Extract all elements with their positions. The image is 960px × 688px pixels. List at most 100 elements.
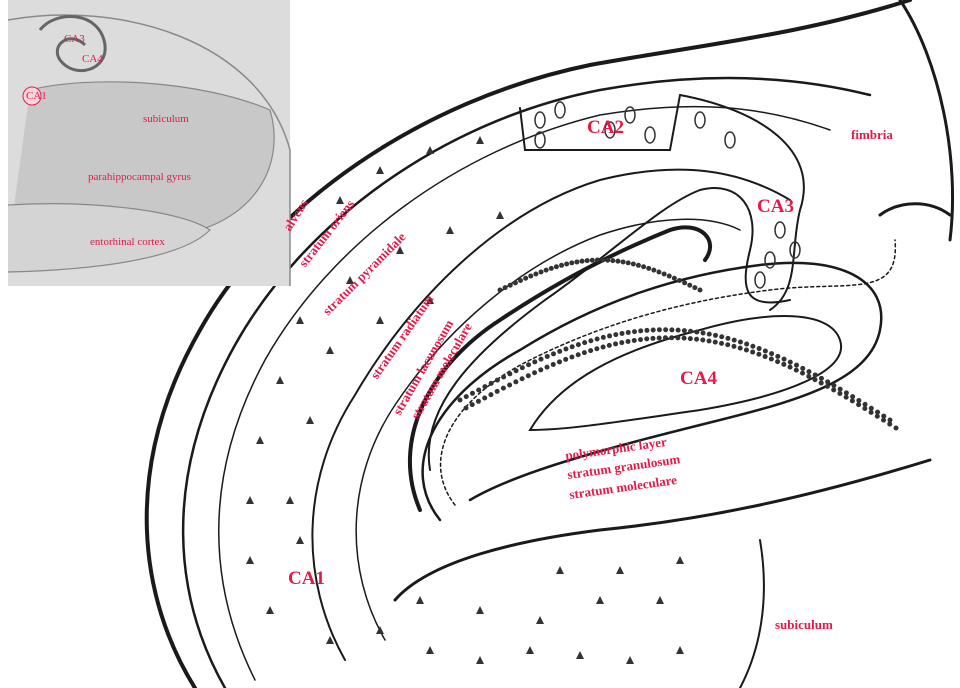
granule-cell-marker bbox=[663, 335, 668, 340]
granule-cell-marker bbox=[682, 280, 687, 285]
pyramidal-cell-marker bbox=[376, 166, 384, 174]
granule-cell-marker bbox=[825, 379, 830, 384]
granule-cell-marker bbox=[613, 341, 618, 346]
ca2-cell-marker bbox=[625, 107, 635, 123]
granule-cell-marker bbox=[632, 338, 637, 343]
granule-cell-marker bbox=[782, 357, 787, 362]
granule-cell-marker bbox=[495, 378, 500, 383]
granule-cell-marker bbox=[551, 351, 556, 356]
granule-cell-marker bbox=[582, 340, 587, 345]
pyramidal-cell-marker bbox=[656, 596, 664, 604]
granule-cell-marker bbox=[677, 278, 682, 283]
granule-cell-marker bbox=[507, 382, 512, 387]
granule-cell-marker bbox=[498, 288, 503, 293]
granule-cell-marker bbox=[539, 357, 544, 362]
granule-cell-marker bbox=[605, 258, 610, 263]
granule-cell-marker bbox=[646, 266, 651, 271]
granule-cell-marker bbox=[750, 350, 755, 355]
subiculum-label: subiculum bbox=[775, 617, 833, 632]
granule-cell-marker bbox=[844, 390, 849, 395]
granule-cell-marker bbox=[675, 335, 680, 340]
granule-cell-marker bbox=[626, 260, 631, 265]
pyramidal-cell-marker bbox=[376, 626, 384, 634]
pyramidal-cell-marker bbox=[286, 496, 294, 504]
oriens-boundary bbox=[219, 107, 830, 680]
granule-cell-marker bbox=[794, 368, 799, 373]
granule-cell-marker bbox=[533, 271, 538, 276]
granule-cell-marker bbox=[564, 262, 569, 267]
granule-cell-marker bbox=[554, 264, 559, 269]
pyramidal-cell-marker bbox=[416, 596, 424, 604]
granule-cell-marker bbox=[620, 331, 625, 336]
inset-map: CA1 CA3 CA4 subiculum parahippocampal gy… bbox=[8, 0, 290, 286]
granule-cell-marker bbox=[523, 276, 528, 281]
pyramidal-cell-marker bbox=[496, 211, 504, 219]
granule-cell-marker bbox=[676, 328, 681, 333]
granule-cell-marker bbox=[657, 335, 662, 340]
granule-cell-marker bbox=[644, 328, 649, 333]
granule-cell-marker bbox=[528, 274, 533, 279]
granule-cell-marker bbox=[601, 335, 606, 340]
granule-cell-marker bbox=[518, 278, 523, 283]
granule-cell-marker bbox=[738, 346, 743, 351]
granule-cell-marker bbox=[756, 352, 761, 357]
pyramidal-cell-marker bbox=[426, 646, 434, 654]
granule-cell-marker bbox=[458, 398, 463, 403]
granule-cell-marker bbox=[588, 338, 593, 343]
pyramidal-cell-marker bbox=[676, 556, 684, 564]
granule-cell-marker bbox=[520, 365, 525, 370]
granule-cell-marker bbox=[641, 264, 646, 269]
granule-cell-marker bbox=[825, 384, 830, 389]
granule-cell-marker bbox=[687, 283, 692, 288]
granule-cell-marker bbox=[610, 258, 615, 263]
granule-cell-marker bbox=[656, 269, 661, 274]
granule-cell-marker bbox=[563, 357, 568, 362]
granule-cell-marker bbox=[576, 352, 581, 357]
granule-cell-marker bbox=[888, 418, 893, 423]
granule-cell-marker bbox=[585, 258, 590, 263]
granule-cell-marker bbox=[837, 391, 842, 396]
granule-cell-marker bbox=[621, 259, 626, 264]
granule-cell-marker bbox=[682, 328, 687, 333]
pyramidal-cell-marker bbox=[266, 606, 274, 614]
inset-subiculum-label: subiculum bbox=[143, 113, 189, 125]
granule-cell-marker bbox=[850, 394, 855, 399]
inset-entorhinal-label: entorhinal cortex bbox=[90, 236, 165, 248]
ca3-label: CA3 bbox=[757, 196, 794, 217]
granule-cell-marker bbox=[662, 271, 667, 276]
granule-cell-marker bbox=[757, 346, 762, 351]
pyramidal-cell-marker bbox=[626, 656, 634, 664]
granule-cell-marker bbox=[831, 383, 836, 388]
granule-cell-marker bbox=[489, 381, 494, 386]
granule-cell-marker bbox=[838, 387, 843, 392]
granule-cell-marker bbox=[694, 330, 699, 335]
granule-cell-marker bbox=[700, 338, 705, 343]
fimbria-label: fimbria bbox=[851, 127, 893, 142]
granule-cell-marker bbox=[663, 327, 668, 332]
granule-cell-marker bbox=[600, 258, 605, 263]
granule-cell-marker bbox=[719, 334, 724, 339]
granule-cell-marker bbox=[781, 362, 786, 367]
granule-cell-marker bbox=[513, 379, 518, 384]
granule-cell-marker bbox=[544, 268, 549, 273]
ca1-label: CA1 bbox=[288, 568, 325, 589]
fimbria-curl bbox=[880, 204, 950, 215]
inset-parahippocampal-label: parahippocampal gyrus bbox=[88, 171, 191, 183]
pyramidal-cell-marker bbox=[246, 496, 254, 504]
pyramidal-cell-marker bbox=[556, 566, 564, 574]
ca3-curve bbox=[429, 188, 790, 470]
granule-cell-marker bbox=[769, 357, 774, 362]
pyramidal-cell-marker bbox=[296, 536, 304, 544]
granule-cell-marker bbox=[763, 354, 768, 359]
granule-cell-marker bbox=[806, 374, 811, 379]
granule-cell-marker bbox=[719, 341, 724, 346]
ca2-cell-marker bbox=[765, 252, 775, 268]
inset-ca4-label: CA4 bbox=[82, 53, 103, 65]
ca2-cell-marker bbox=[535, 132, 545, 148]
granule-cell-marker bbox=[831, 387, 836, 392]
granule-cell-marker bbox=[651, 268, 656, 273]
granule-cell-marker bbox=[595, 336, 600, 341]
ca2-cell-marker bbox=[725, 132, 735, 148]
granule-cell-marker bbox=[532, 370, 537, 375]
